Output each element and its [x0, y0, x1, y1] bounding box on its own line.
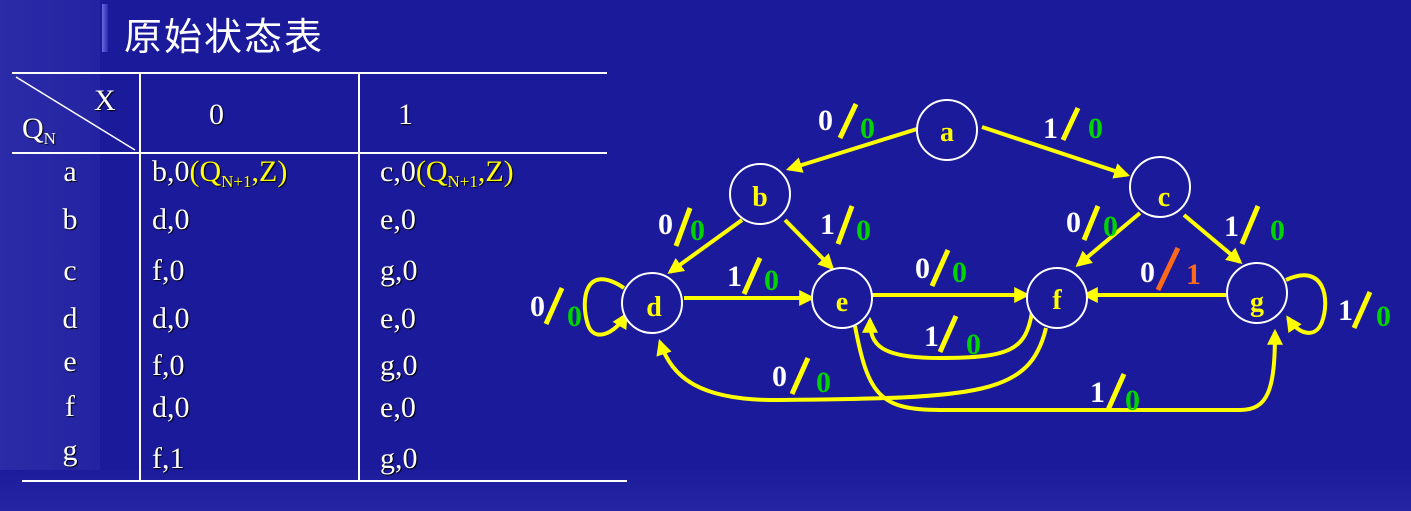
row-c-state: c [63, 254, 77, 287]
node-f-label: f [1052, 285, 1062, 316]
row-b-state: b [62, 203, 78, 236]
title-accent-bar [102, 4, 108, 52]
transition-label-b-e: 1 0 [820, 205, 871, 247]
arrow-a-b [785, 127, 918, 173]
svg-text:0: 0 [818, 104, 833, 137]
row-f-x0: d,0 [152, 391, 190, 424]
transition-label-e-f: 0 0 [915, 248, 967, 289]
row-b-x0: d,0 [152, 203, 190, 236]
transition-label-a-b: 0 0 [818, 102, 875, 145]
row-c-x1: g,0 [380, 254, 418, 287]
row-e-x1: g,0 [380, 349, 418, 382]
transition-label-d-self: 0 0 [530, 286, 582, 333]
transition-label-e-g: 1 0 [1090, 372, 1140, 417]
row-d-x0: d,0 [152, 302, 190, 335]
svg-text:1: 1 [820, 208, 835, 241]
svg-text:0: 0 [1140, 256, 1155, 289]
transition-label-g-self: 1 0 [1338, 290, 1391, 333]
svg-text:0: 0 [530, 290, 545, 323]
corner-input-label: X [94, 84, 116, 117]
svg-text:0: 0 [856, 214, 871, 247]
svg-text:1: 1 [1043, 112, 1058, 145]
svg-text:0: 0 [772, 360, 787, 393]
row-d-x1: e,0 [380, 302, 416, 335]
bottom-decor-strip [0, 470, 1411, 511]
node-d: d [621, 272, 683, 334]
svg-text:0: 0 [690, 214, 705, 247]
arrow-b-d [667, 218, 744, 274]
svg-text:0: 0 [567, 300, 582, 333]
row-c-x0: f,0 [152, 254, 185, 287]
page-title: 原始状态表 [124, 15, 325, 59]
arrow-f-d [656, 327, 1048, 403]
node-e-label: e [836, 287, 848, 318]
node-b-label: b [752, 182, 768, 213]
svg-text:0: 0 [952, 256, 967, 289]
left-decor-strip [0, 0, 100, 511]
transition-label-f-e: 1 0 [924, 314, 981, 361]
svg-text:1: 1 [1186, 258, 1201, 291]
svg-text:0: 0 [860, 112, 875, 145]
transition-label-f-d: 0 0 [772, 356, 831, 399]
svg-text:1: 1 [1224, 210, 1239, 243]
arrow-c-f [1075, 211, 1142, 268]
corner-state-label: QN [22, 112, 56, 148]
row-g-x0: f,1 [152, 442, 185, 475]
svg-text:0: 0 [1066, 206, 1081, 239]
node-a-label: a [940, 117, 954, 148]
transition-label-g-f: 0 1 [1140, 246, 1201, 292]
svg-text:0: 0 [1088, 112, 1103, 145]
arrow-b-e [783, 218, 835, 271]
svg-text:0: 0 [1270, 214, 1285, 247]
svg-text:0: 0 [658, 208, 673, 241]
arrow-c-g [1182, 213, 1243, 265]
transition-label-c-f: 0 0 [1066, 205, 1118, 243]
svg-text:0: 0 [915, 252, 930, 285]
row-g-state: g [62, 434, 78, 467]
node-g-label: g [1250, 287, 1264, 318]
row-e-x0: f,0 [152, 349, 185, 382]
row-g-x1: g,0 [380, 442, 418, 475]
node-c-label: c [1158, 182, 1170, 213]
row-b-x1: e,0 [380, 203, 416, 236]
node-d-label: d [646, 292, 662, 323]
node-f: f [1026, 267, 1088, 329]
node-c: c [1129, 156, 1191, 218]
svg-text:1: 1 [727, 260, 742, 293]
row-e-state: e [63, 345, 77, 378]
arrow-f-e [862, 311, 1034, 361]
svg-text:0: 0 [966, 328, 981, 361]
row-a-x1: c,0(QN+1,Z) [380, 155, 514, 191]
row-d-state: d [62, 302, 78, 335]
row-a-x0: b,0(QN+1,Z) [152, 155, 288, 191]
svg-text:0: 0 [764, 264, 779, 297]
col-header-1: 1 [398, 98, 413, 131]
arrow-g-self [1285, 273, 1328, 335]
col-header-0: 0 [209, 98, 224, 131]
arrow-e-g [853, 325, 1283, 412]
svg-text:1: 1 [1338, 294, 1353, 327]
svg-text:0: 0 [1376, 300, 1391, 333]
svg-text:1: 1 [924, 320, 939, 353]
row-f-state: f [65, 390, 75, 423]
node-a: a [916, 99, 978, 161]
arrow-a-c [981, 125, 1131, 179]
node-e: e [811, 267, 873, 329]
node-b: b [729, 163, 791, 225]
row-a-state: a [63, 155, 77, 188]
transition-label-a-c: 1 0 [1043, 106, 1103, 145]
svg-text:0: 0 [1125, 384, 1140, 417]
svg-text:0: 0 [816, 366, 831, 399]
transition-arrows [582, 125, 1328, 412]
svg-text:1: 1 [1090, 376, 1105, 409]
table-lines [12, 72, 627, 482]
transition-label-c-g: 1 0 [1224, 205, 1285, 247]
svg-text:0: 0 [1103, 210, 1118, 243]
row-f-x1: e,0 [380, 391, 416, 424]
transition-label-b-d: 0 0 [658, 207, 705, 247]
transition-label-d-e: 1 0 [727, 256, 779, 297]
arrow-d-self [582, 277, 628, 337]
node-g: g [1226, 262, 1288, 324]
